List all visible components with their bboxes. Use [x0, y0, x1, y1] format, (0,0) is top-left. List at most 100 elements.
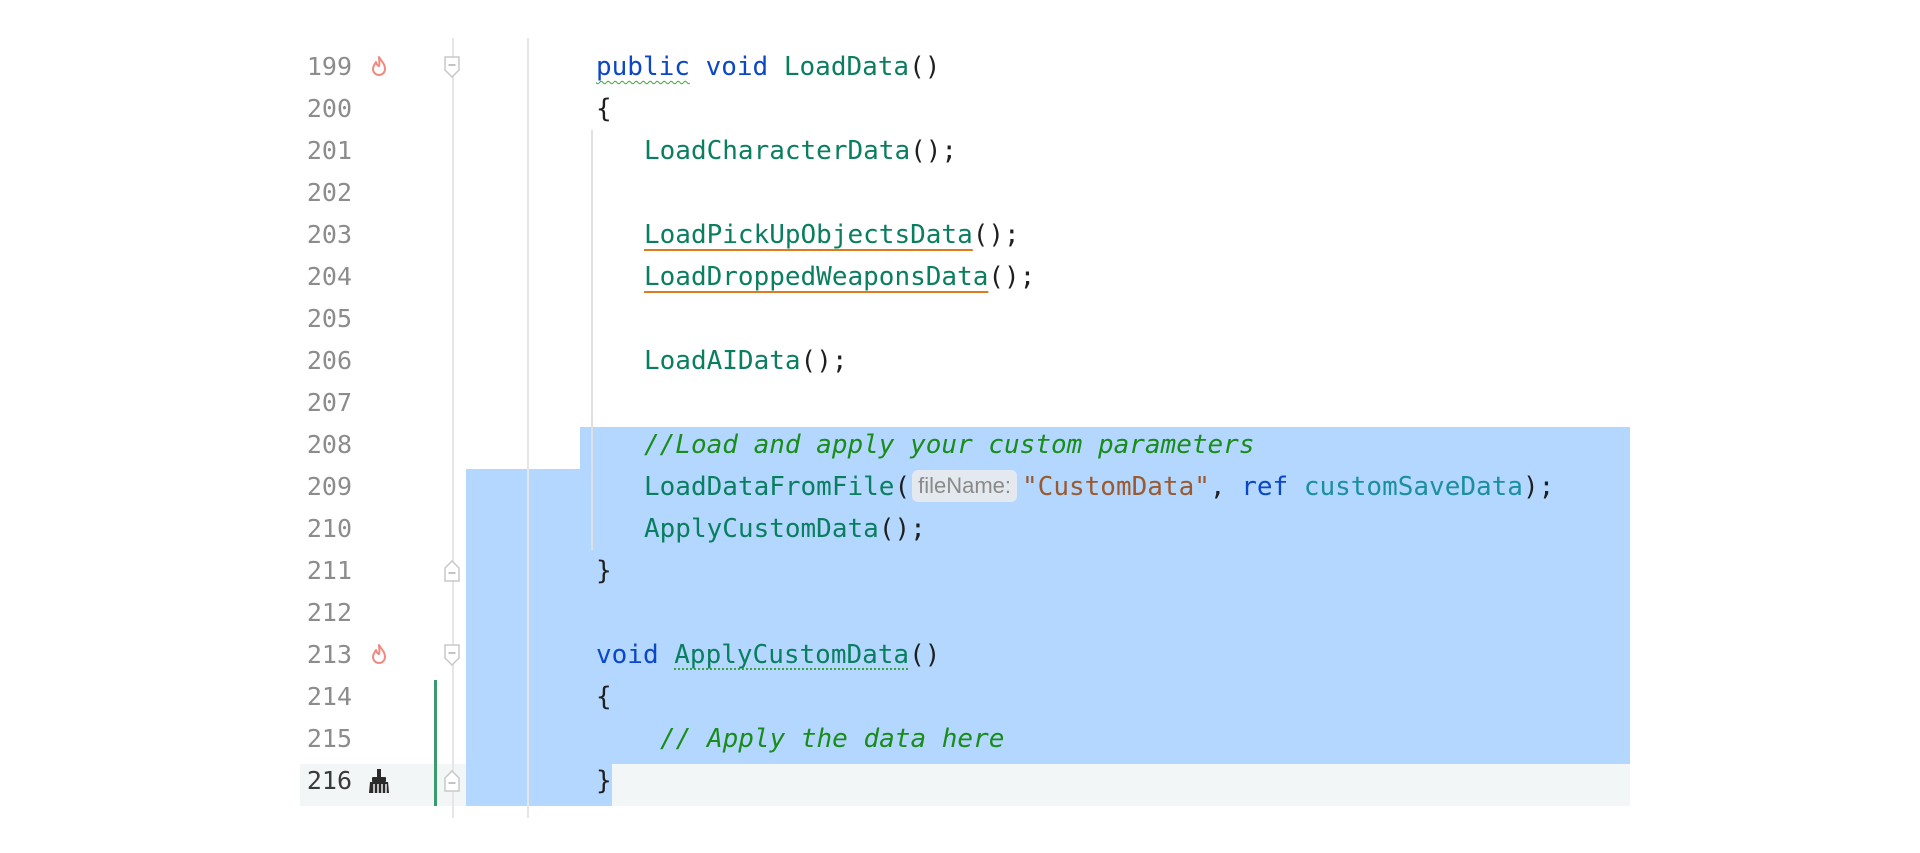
code-text[interactable]: public void LoadData(): [596, 46, 940, 88]
code-text[interactable]: LoadDataFromFile(fileName:"CustomData", …: [644, 466, 1554, 508]
code-line-207: 207: [0, 382, 1920, 424]
punctuation: ();: [910, 136, 958, 166]
line-number[interactable]: 200: [306, 94, 352, 123]
code-text[interactable]: LoadCharacterData();: [644, 130, 957, 172]
method-call: LoadDataFromFile: [644, 472, 895, 502]
punctuation: ();: [800, 346, 848, 376]
line-number[interactable]: 201: [306, 136, 352, 165]
method-call: LoadCharacterData: [644, 136, 911, 166]
code-line-201: 201 LoadCharacterData();: [0, 130, 1920, 172]
punctuation: (): [909, 52, 941, 82]
code-line-205: 205: [0, 298, 1920, 340]
code-text[interactable]: LoadPickUpObjectsData();: [644, 214, 1020, 256]
keyword: void: [596, 640, 659, 670]
keyword: public: [596, 52, 690, 82]
punctuation: );: [1522, 472, 1555, 502]
brace: {: [596, 94, 612, 124]
code-line-200: 200 {: [0, 88, 1920, 130]
vcs-change-marker[interactable]: [434, 680, 437, 806]
fold-guide: [452, 38, 454, 818]
keyword: void: [705, 52, 769, 82]
code-text[interactable]: //Load and apply your custom parameters: [644, 424, 1254, 466]
line-number[interactable]: 203: [306, 220, 352, 249]
space: [1288, 472, 1304, 502]
code-line-202: 202: [0, 172, 1920, 214]
flame-icon[interactable]: [366, 54, 392, 80]
code-text[interactable]: {: [596, 88, 612, 130]
space: [768, 52, 784, 82]
fold-end-icon[interactable]: [444, 559, 460, 582]
code-line-208: 208 //Load and apply your custom paramet…: [0, 424, 1920, 466]
brace: }: [596, 556, 612, 586]
indent-guide: [591, 130, 593, 550]
code-line-211: 211 }: [0, 550, 1920, 592]
code-line-212: 212: [0, 592, 1920, 634]
code-line-199: 199 public void LoadData(): [0, 46, 1920, 88]
selection-highlight: [580, 427, 1630, 470]
code-line-214: 214 {: [0, 676, 1920, 718]
code-text[interactable]: }: [596, 550, 612, 592]
line-number[interactable]: 205: [306, 304, 352, 333]
code-text[interactable]: // Apply the data here: [660, 718, 1004, 760]
fold-collapse-icon[interactable]: [444, 56, 460, 79]
keyword: ref: [1241, 472, 1289, 502]
line-number[interactable]: 206: [306, 346, 352, 375]
brace: {: [596, 682, 612, 712]
line-number[interactable]: 211: [306, 556, 352, 585]
code-line-215: 215 // Apply the data here: [0, 718, 1920, 760]
method-call: LoadAIData: [644, 346, 801, 376]
code-line-216: 216 }: [0, 760, 1920, 802]
selection-highlight: [466, 764, 612, 806]
line-number[interactable]: 215: [306, 724, 352, 753]
flame-icon[interactable]: [366, 642, 392, 668]
line-number[interactable]: 199: [306, 52, 352, 81]
comment: //Load and apply your custom parameters: [644, 430, 1255, 460]
parameter-name-hint[interactable]: fileName:: [912, 470, 1018, 502]
line-number[interactable]: 209: [306, 472, 352, 501]
fold-end-icon[interactable]: [444, 769, 460, 792]
line-number[interactable]: 202: [306, 178, 352, 207]
method-name: ApplyCustomData: [674, 640, 910, 670]
code-text[interactable]: LoadDroppedWeaponsData();: [644, 256, 1035, 298]
code-line-209: 209 LoadDataFromFile(fileName:"CustomDat…: [0, 466, 1920, 508]
punctuation: ();: [878, 514, 926, 544]
string-literal: "CustomData": [1022, 472, 1210, 502]
line-number[interactable]: 207: [306, 388, 352, 417]
punctuation: ();: [988, 262, 1036, 292]
selection-highlight: [466, 469, 1630, 764]
punctuation: ,: [1209, 472, 1242, 502]
method-call: LoadDroppedWeaponsData: [644, 262, 989, 292]
field-reference: customSaveData: [1303, 472, 1523, 502]
line-number[interactable]: 213: [306, 640, 352, 669]
gutter-divider: [527, 38, 529, 818]
code-text[interactable]: }: [596, 760, 612, 802]
code-line-203: 203 LoadPickUpObjectsData();: [0, 214, 1920, 256]
code-text[interactable]: ApplyCustomData();: [644, 508, 926, 550]
punctuation: ();: [972, 220, 1020, 250]
line-number[interactable]: 212: [306, 598, 352, 627]
method-call: ApplyCustomData: [644, 514, 879, 544]
code-line-213: 213 void ApplyCustomData(): [0, 634, 1920, 676]
code-line-206: 206 LoadAIData();: [0, 340, 1920, 382]
method-call: LoadPickUpObjectsData: [644, 220, 973, 250]
code-text[interactable]: void ApplyCustomData(): [596, 634, 940, 676]
punctuation: (: [894, 472, 911, 502]
fold-collapse-icon[interactable]: [444, 644, 460, 667]
code-text[interactable]: {: [596, 676, 612, 718]
line-number[interactable]: 214: [306, 682, 352, 711]
line-number[interactable]: 204: [306, 262, 352, 291]
brace: }: [596, 766, 612, 796]
line-number[interactable]: 208: [306, 430, 352, 459]
code-line-210: 210 ApplyCustomData();: [0, 508, 1920, 550]
method-name: LoadData: [783, 52, 910, 82]
space: [659, 640, 675, 670]
code-line-204: 204 LoadDroppedWeaponsData();: [0, 256, 1920, 298]
code-text[interactable]: LoadAIData();: [644, 340, 848, 382]
broom-icon[interactable]: [366, 768, 392, 794]
space: [690, 52, 706, 82]
line-number[interactable]: 216: [306, 766, 352, 795]
comment: // Apply the data here: [660, 724, 1005, 754]
punctuation: (): [909, 640, 941, 670]
line-number[interactable]: 210: [306, 514, 352, 543]
